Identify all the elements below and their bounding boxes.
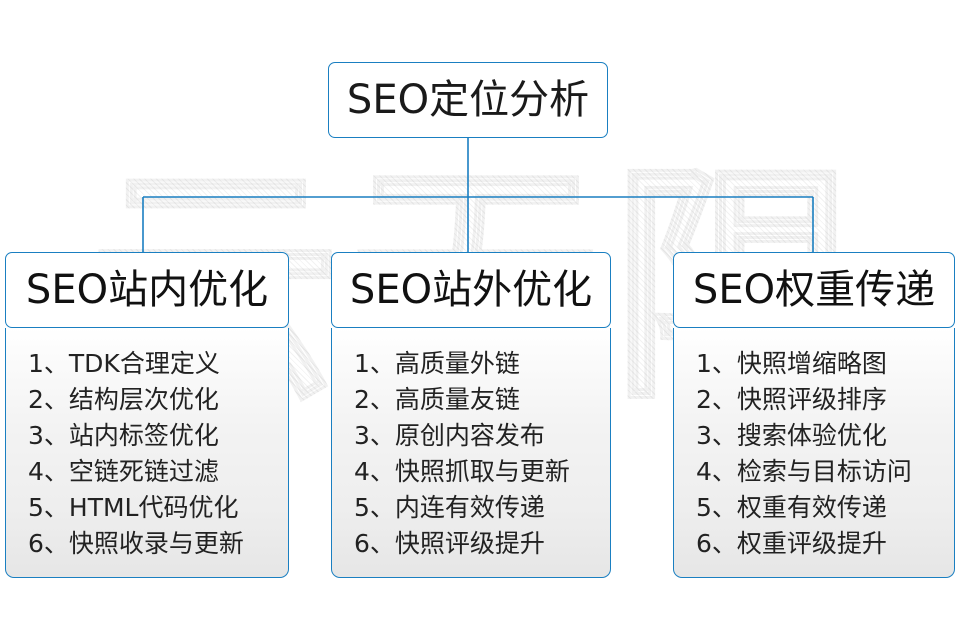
list-item[interactable]: 6、快照收录与更新 bbox=[28, 529, 244, 558]
branch-column-1: SEO站内优化 1、TDK合理定义 2、结构层次优化 3、站内标签优化 4、空链… bbox=[5, 252, 289, 578]
root-node-label: SEO定位分析 bbox=[346, 77, 590, 123]
list-item[interactable]: 3、站内标签优化 bbox=[28, 421, 219, 450]
branch-column-2: SEO站外优化 1、高质量外链 2、高质量友链 3、原创内容发布 4、快照抓取与… bbox=[331, 252, 611, 578]
branch-column-3: SEO权重传递 1、快照增缩略图 2、快照评级排序 3、搜索体验优化 4、检索与… bbox=[673, 252, 955, 578]
list-item[interactable]: 4、快照抓取与更新 bbox=[354, 457, 570, 486]
list-item[interactable]: 6、快照评级提升 bbox=[354, 529, 545, 558]
branch-header-3[interactable]: SEO权重传递 bbox=[673, 252, 955, 328]
branch-item-list-3: 1、快照增缩略图 2、快照评级排序 3、搜索体验优化 4、检索与目标访问 5、权… bbox=[674, 346, 954, 562]
branch-header-label-2: SEO站外优化 bbox=[349, 267, 593, 313]
list-item[interactable]: 4、检索与目标访问 bbox=[696, 457, 912, 486]
branch-body-2: 1、高质量外链 2、高质量友链 3、原创内容发布 4、快照抓取与更新 5、内连有… bbox=[331, 328, 611, 578]
root-node[interactable]: SEO定位分析 bbox=[328, 62, 608, 138]
list-item[interactable]: 2、高质量友链 bbox=[354, 385, 520, 414]
list-item[interactable]: 5、权重有效传递 bbox=[696, 493, 887, 522]
branch-header-label-3: SEO权重传递 bbox=[692, 267, 936, 313]
branch-item-list-1: 1、TDK合理定义 2、结构层次优化 3、站内标签优化 4、空链死链过滤 5、H… bbox=[6, 346, 288, 562]
list-item[interactable]: 4、空链死链过滤 bbox=[28, 457, 219, 486]
branch-item-list-2: 1、高质量外链 2、高质量友链 3、原创内容发布 4、快照抓取与更新 5、内连有… bbox=[332, 346, 610, 562]
branch-body-3: 1、快照增缩略图 2、快照评级排序 3、搜索体验优化 4、检索与目标访问 5、权… bbox=[673, 328, 955, 578]
list-item[interactable]: 2、结构层次优化 bbox=[28, 385, 219, 414]
list-item[interactable]: 5、内连有效传递 bbox=[354, 493, 545, 522]
list-item[interactable]: 1、TDK合理定义 bbox=[28, 349, 220, 378]
list-item[interactable]: 1、高质量外链 bbox=[354, 349, 520, 378]
list-item[interactable]: 3、搜索体验优化 bbox=[696, 421, 887, 450]
branch-body-1: 1、TDK合理定义 2、结构层次优化 3、站内标签优化 4、空链死链过滤 5、H… bbox=[5, 328, 289, 578]
branch-header-1[interactable]: SEO站内优化 bbox=[5, 252, 289, 328]
list-item[interactable]: 5、HTML代码优化 bbox=[28, 493, 239, 522]
branch-header-label-1: SEO站内优化 bbox=[25, 267, 269, 313]
list-item[interactable]: 1、快照增缩略图 bbox=[696, 349, 887, 378]
branch-header-2[interactable]: SEO站外优化 bbox=[331, 252, 611, 328]
list-item[interactable]: 6、权重评级提升 bbox=[696, 529, 887, 558]
list-item[interactable]: 3、原创内容发布 bbox=[354, 421, 545, 450]
list-item[interactable]: 2、快照评级排序 bbox=[696, 385, 887, 414]
